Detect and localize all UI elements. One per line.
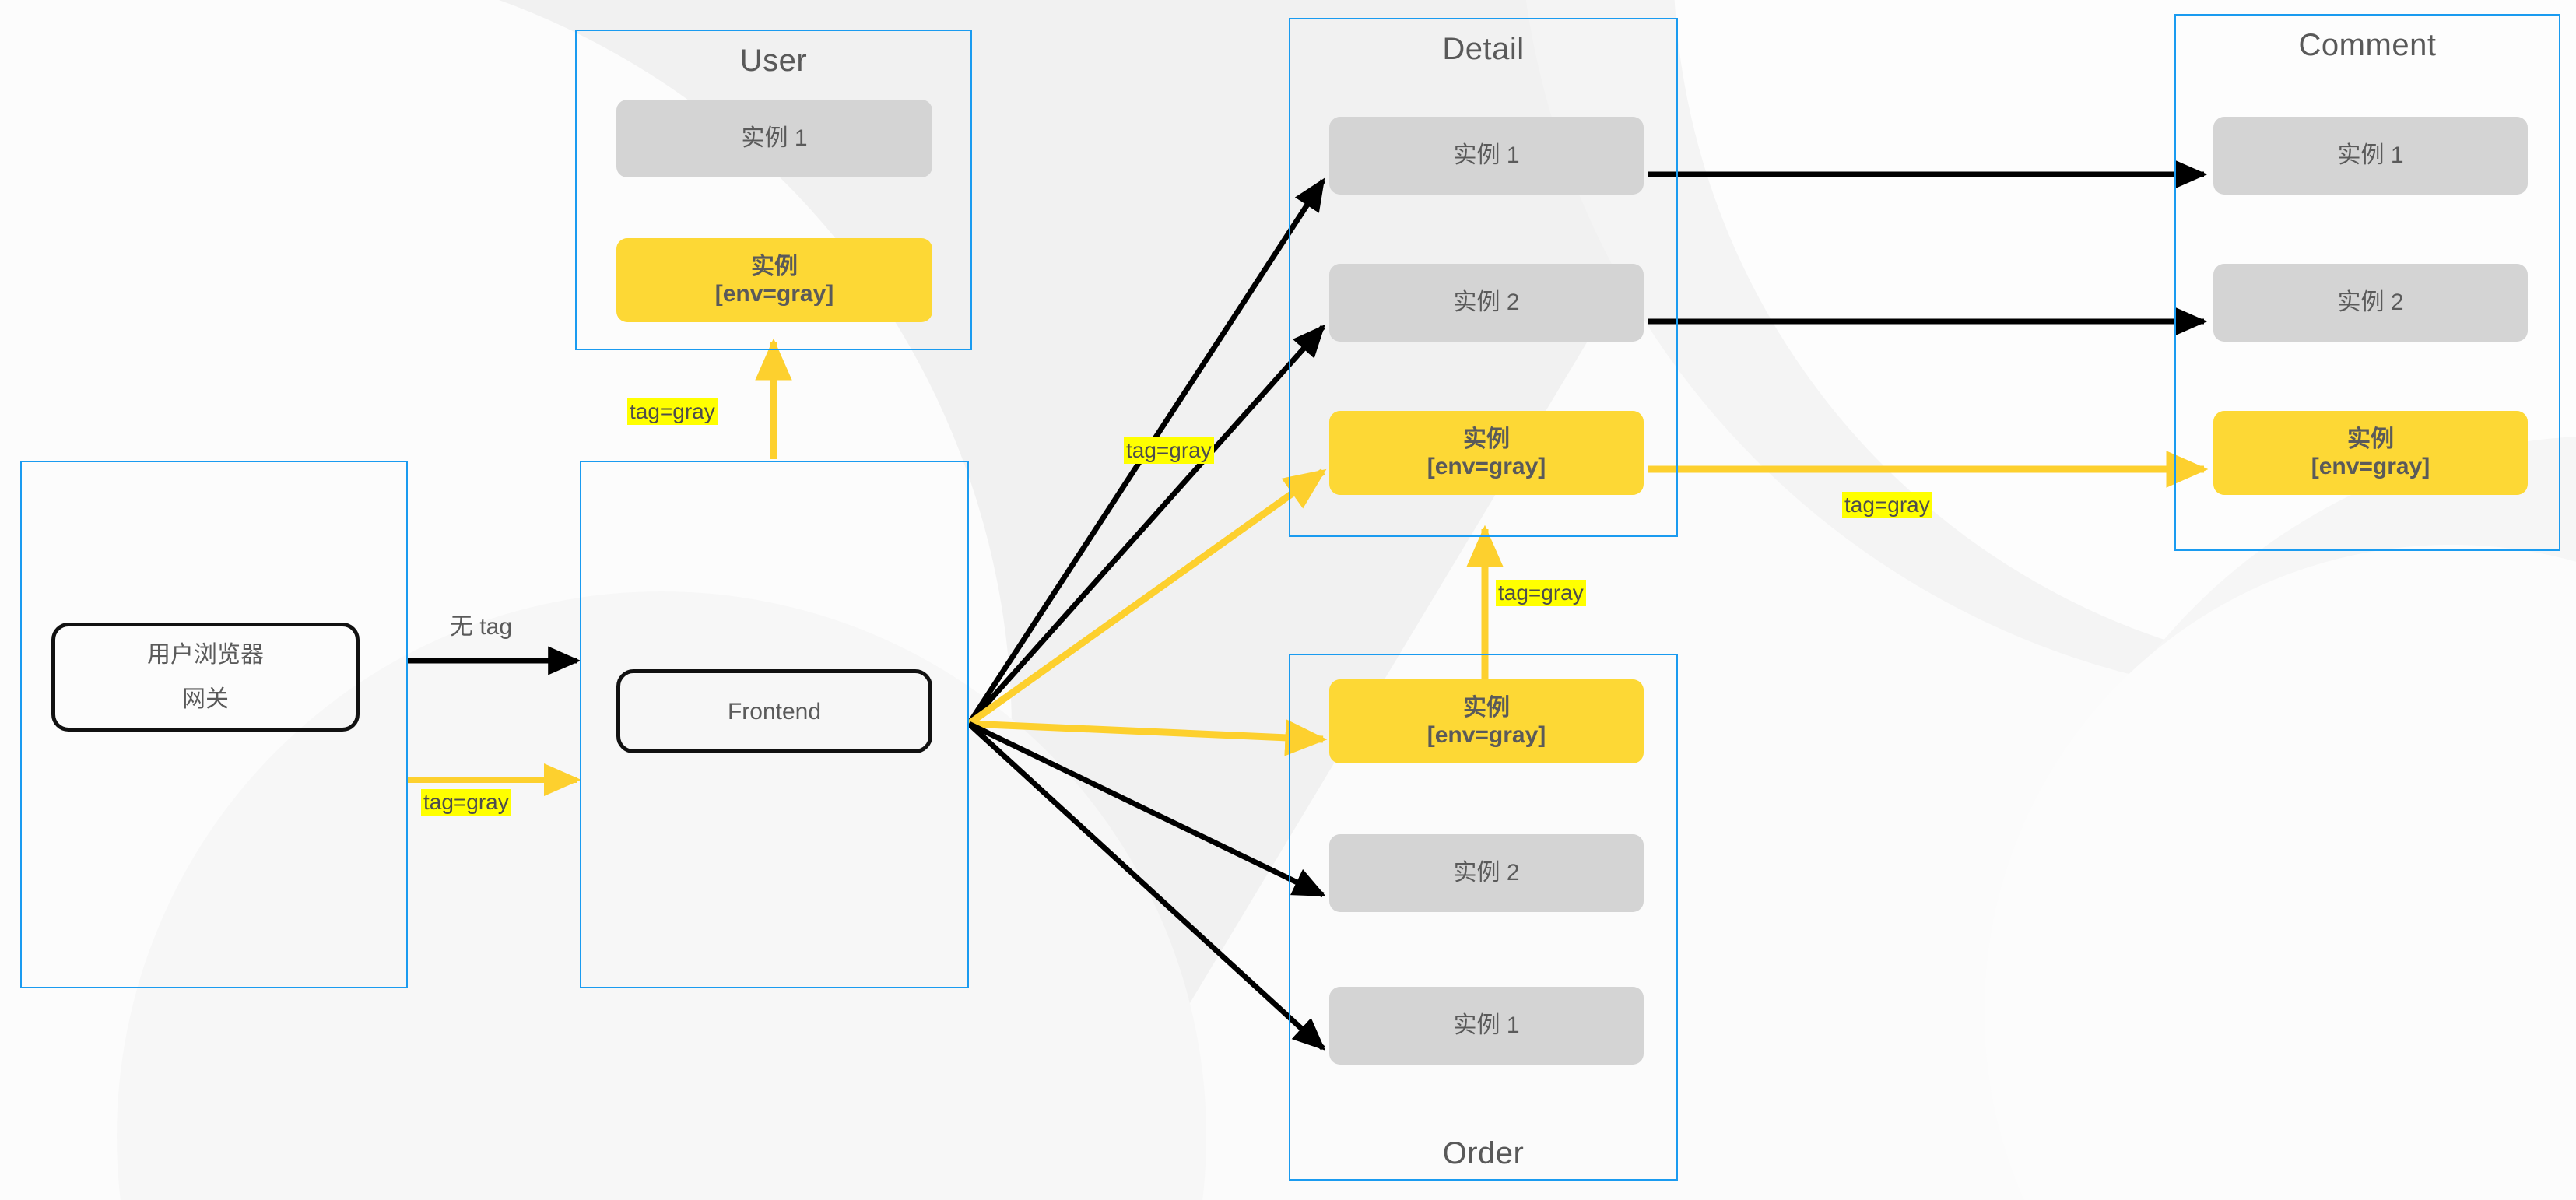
instance-detail-1-label: 实例 1	[1453, 142, 1520, 169]
instance-comment-2[interactable]: 实例 2	[2213, 264, 2528, 342]
instance-order-2[interactable]: 实例 2	[1329, 834, 1644, 912]
instance-comment-gray[interactable]: 实例 [env=gray]	[2213, 411, 2528, 495]
edge-label-order-to-detail-gray: tag=gray	[1496, 580, 1586, 607]
instance-detail-gray-label: 实例	[1462, 426, 1510, 452]
instance-order-1-label: 实例 1	[1453, 1012, 1520, 1039]
arrow-frontend-to-detail-2	[967, 324, 1325, 726]
instance-user-gray-label: 实例	[750, 253, 798, 279]
instance-comment-gray-env: [env=gray]	[2311, 454, 2430, 479]
instance-comment-1-label: 实例 1	[2337, 142, 2404, 169]
instance-comment-1[interactable]: 实例 1	[2213, 117, 2528, 195]
edge-label-frontend-to-detail-gray: tag=gray	[1124, 437, 1214, 465]
arrow-frontend-to-detail-gray	[967, 468, 1327, 727]
edge-label-browser-to-frontend-gray: tag=gray	[421, 789, 511, 816]
instance-comment-gray-label: 实例	[2346, 426, 2394, 452]
instance-comment-2-label: 实例 2	[2337, 289, 2404, 316]
node-frontend[interactable]: Frontend	[616, 669, 932, 753]
arrow-frontend-to-order-1	[967, 721, 1326, 1051]
instance-order-2-label: 实例 2	[1453, 860, 1520, 886]
arrow-frontend-to-order-gray	[968, 719, 1328, 756]
instance-user-gray-env: [env=gray]	[714, 281, 834, 307]
edge-label-detail-to-comment-gray: tag=gray	[1842, 492, 1932, 519]
instance-user-1-label: 实例 1	[741, 125, 808, 152]
instance-order-gray-env: [env=gray]	[1427, 722, 1546, 748]
instance-detail-2-label: 实例 2	[1453, 289, 1520, 316]
instance-user-1[interactable]: 实例 1	[616, 100, 932, 177]
instance-order-gray-label: 实例	[1462, 694, 1510, 721]
instance-detail-gray-env: [env=gray]	[1427, 454, 1546, 479]
instance-detail-gray[interactable]: 实例 [env=gray]	[1329, 411, 1644, 495]
browser-gateway-line1: 用户浏览器	[147, 642, 264, 668]
group-user-title: User	[739, 44, 808, 78]
group-comment-title: Comment	[2298, 28, 2437, 62]
edge-label-frontend-to-user-gray: tag=gray	[627, 398, 718, 426]
instance-order-gray[interactable]: 实例 [env=gray]	[1329, 679, 1644, 763]
frontend-label: Frontend	[727, 698, 822, 725]
instance-detail-1[interactable]: 实例 1	[1329, 117, 1644, 195]
group-order-title: Order	[1442, 1136, 1525, 1170]
group-detail-title: Detail	[1442, 32, 1525, 66]
browser-gateway-line2: 网关	[182, 686, 229, 712]
instance-order-1[interactable]: 实例 1	[1329, 987, 1644, 1065]
arrow-frontend-to-order-2	[967, 721, 1326, 898]
instance-detail-2[interactable]: 实例 2	[1329, 264, 1644, 342]
edge-label-no-tag: 无 tag	[450, 614, 513, 640]
node-browser-gateway[interactable]: 用户浏览器 网关	[51, 623, 360, 732]
instance-user-gray[interactable]: 实例 [env=gray]	[616, 238, 932, 322]
